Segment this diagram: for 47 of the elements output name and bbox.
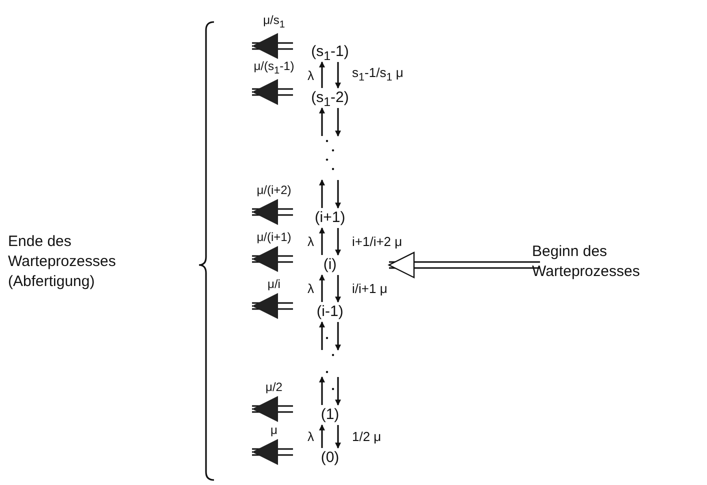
double-arrow xyxy=(251,79,294,105)
double-arrow xyxy=(251,439,294,465)
arrow xyxy=(335,108,341,137)
state-label: (1) xyxy=(320,405,340,425)
arrow xyxy=(335,180,341,209)
rate-label: μ/(s$_{1}$-1) xyxy=(254,58,294,78)
arrow xyxy=(335,275,341,303)
arrow xyxy=(335,228,341,256)
double-arrow xyxy=(388,252,541,278)
double-arrow xyxy=(251,33,294,59)
arrow xyxy=(319,376,325,405)
state-label: (i-1) xyxy=(316,302,344,322)
state-label: (i) xyxy=(322,255,338,275)
double-arrow xyxy=(251,293,294,319)
rate-label: λ xyxy=(308,281,314,296)
arrow xyxy=(335,425,341,449)
arrow xyxy=(319,179,325,208)
arrow xyxy=(319,274,325,302)
rate-label: μ/2 xyxy=(266,380,282,395)
arrow xyxy=(319,61,325,88)
arrow xyxy=(319,424,325,448)
arrow xyxy=(319,227,325,255)
arrow xyxy=(319,107,325,136)
rate-label: i+1/i+2 μ xyxy=(352,234,402,249)
rate-label: λ xyxy=(308,68,314,82)
arrow xyxy=(319,321,325,350)
rate-label: μ/(i+2) xyxy=(256,183,292,198)
state-label: (s$_{1}$-1) xyxy=(310,42,350,65)
double-arrow xyxy=(251,199,294,225)
rate-label: μ/i xyxy=(268,277,280,292)
rate-label: λ xyxy=(308,234,314,249)
double-arrow xyxy=(251,396,294,422)
rate-label: λ xyxy=(308,429,314,444)
rate-label: μ/(i+1) xyxy=(256,230,292,245)
rate-label: μ/s$_{1}$ xyxy=(263,12,285,32)
state-label: (s$_{1}$-2) xyxy=(310,88,350,111)
caption-text: Beginn des Warteprozesses xyxy=(532,242,641,282)
state-label: (0) xyxy=(320,448,340,468)
double-arrow xyxy=(251,246,294,272)
rate-label: μ xyxy=(270,423,278,438)
arrow xyxy=(335,322,341,351)
rate-label: 1/2 μ xyxy=(352,429,382,444)
arrow xyxy=(335,377,341,406)
arrow xyxy=(335,62,341,89)
caption-text: Ende des Warteprozesses (Abfertigung) xyxy=(8,232,117,292)
state-label: (i+1) xyxy=(314,208,346,228)
rate-label: i/i+1 μ xyxy=(352,281,388,296)
